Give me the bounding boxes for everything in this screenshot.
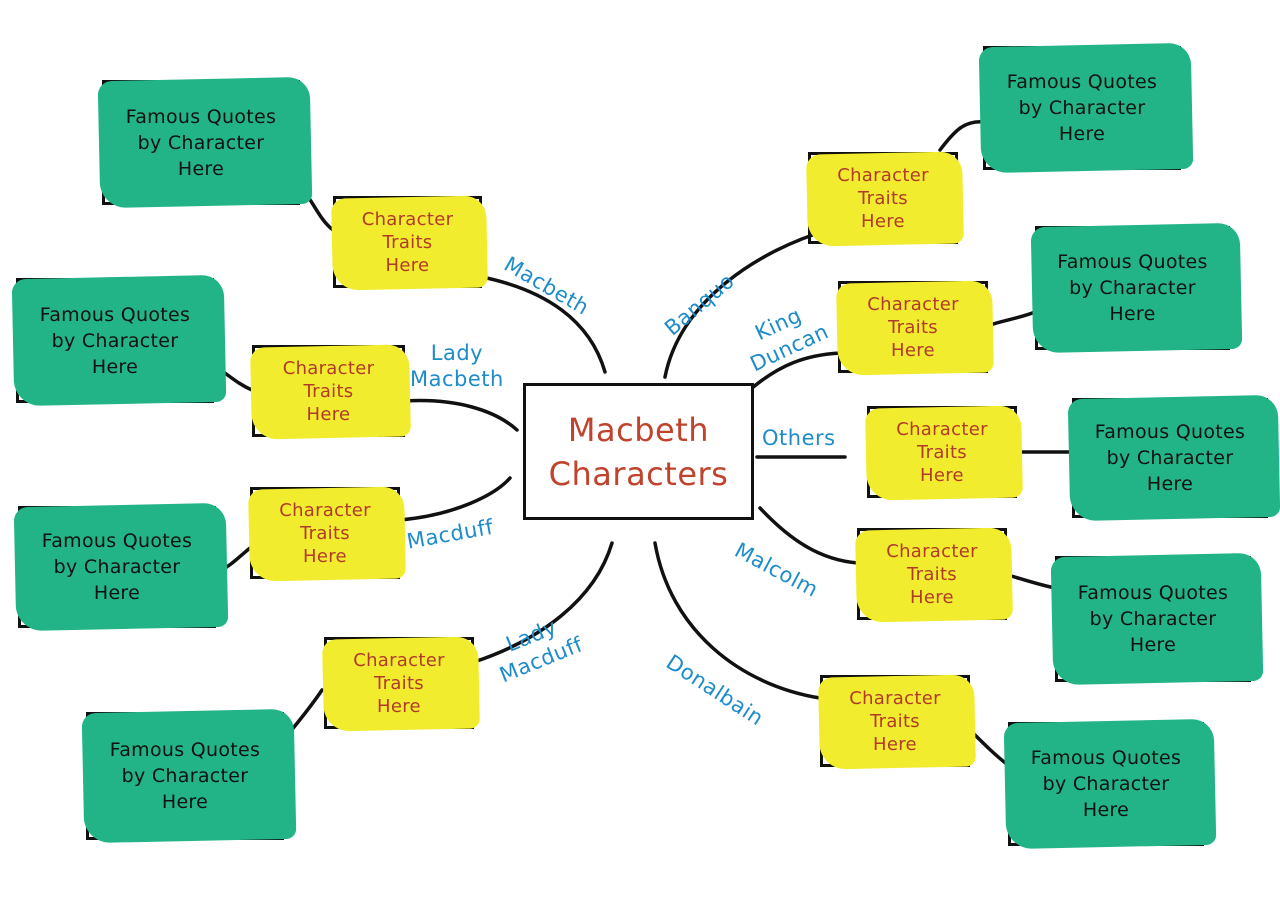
quote-line1: Famous Quotes	[1006, 71, 1158, 93]
trait-line3: Here	[377, 695, 421, 717]
quote-line2: by Character	[1069, 277, 1196, 299]
branch-line-macduff	[398, 476, 512, 522]
quote-line2: by Character	[137, 131, 265, 154]
trait-line2: Traits	[869, 710, 920, 732]
trait-line2: Traits	[887, 316, 938, 338]
branch-line-donalbain	[653, 541, 822, 700]
branch-line-malcolm	[758, 506, 860, 565]
trait-line1: Character	[896, 418, 988, 440]
trait-line2: Traits	[382, 231, 433, 253]
trait-line3: Here	[861, 210, 905, 232]
trait-line1: Character	[282, 357, 375, 379]
trait-line1: Character	[867, 293, 959, 315]
trait-line2: Traits	[373, 672, 424, 694]
center-node: Macbeth Characters	[523, 383, 754, 520]
trait-line3: Here	[910, 586, 954, 608]
branch-line-lady-macbeth	[403, 398, 519, 432]
quote-line3: Here	[1058, 123, 1106, 145]
connector-quote-8	[1006, 573, 1057, 590]
quote-line3: Here	[161, 791, 209, 813]
quote-line3: Here	[91, 355, 139, 378]
label-lady-macbeth-line2: Macbeth	[410, 367, 504, 391]
quote-line2: by Character	[1089, 608, 1217, 630]
trait-line2: Traits	[303, 380, 354, 402]
quote-line2: by Character	[1042, 773, 1170, 795]
trait-line3: Here	[891, 339, 935, 361]
quote-line3: Here	[93, 582, 141, 604]
quote-line1: Famous Quotes	[1094, 421, 1246, 443]
connector-quote-9	[968, 728, 1010, 767]
quote-line1: Famous Quotes	[125, 105, 277, 128]
quote-line3: Here	[1146, 473, 1194, 495]
trait-line2: Traits	[916, 441, 967, 463]
trait-line3: Here	[385, 254, 430, 276]
center-title-line1: Macbeth	[567, 410, 710, 449]
trait-line3: Here	[303, 545, 347, 567]
connector-quote-5	[938, 120, 987, 152]
branch-line-macbeth	[480, 275, 607, 374]
quote-line2: by Character	[53, 556, 181, 578]
trait-line2: Traits	[857, 187, 908, 209]
branch-line-king-duncan	[750, 351, 842, 390]
branch-line-lady-macduff	[472, 541, 614, 664]
trait-line1: Character	[361, 208, 454, 230]
connector-quote-6	[988, 310, 1037, 327]
quote-line1: Famous Quotes	[1077, 582, 1229, 604]
trait-line1: Character	[886, 540, 978, 562]
quote-line3: Here	[1129, 634, 1177, 656]
trait-line1: Character	[353, 649, 445, 671]
quote-line1: Famous Quotes	[1057, 251, 1208, 273]
label-lady-macbeth: Lady Macbeth	[410, 340, 504, 392]
quote-line3: Here	[1082, 799, 1130, 821]
quote-line1: Famous Quotes	[109, 739, 261, 761]
quote-line3: Here	[177, 157, 225, 180]
quote-line1: Famous Quotes	[41, 530, 193, 552]
trait-line3: Here	[306, 403, 351, 425]
trait-line3: Here	[920, 464, 964, 486]
label-lady-macbeth-line1: Lady	[430, 341, 484, 365]
trait-line3: Here	[873, 733, 917, 755]
quote-line3: Here	[1109, 303, 1156, 325]
quote-line2: by Character	[51, 329, 179, 352]
quote-line2: by Character	[1018, 97, 1146, 119]
branch-line-banquo	[663, 228, 830, 379]
center-title-line2: Characters	[548, 454, 729, 493]
trait-line1: Character	[849, 687, 941, 709]
quote-line1: Famous Quotes	[39, 303, 191, 326]
quote-line2: by Character	[121, 765, 249, 787]
quote-line1: Famous Quotes	[1030, 747, 1182, 769]
trait-line1: Character	[279, 499, 371, 521]
trait-line1: Character	[837, 164, 929, 186]
trait-line2: Traits	[299, 522, 350, 544]
label-others: Others	[762, 426, 836, 450]
trait-line2: Traits	[906, 563, 957, 585]
quote-line2: by Character	[1106, 447, 1234, 469]
